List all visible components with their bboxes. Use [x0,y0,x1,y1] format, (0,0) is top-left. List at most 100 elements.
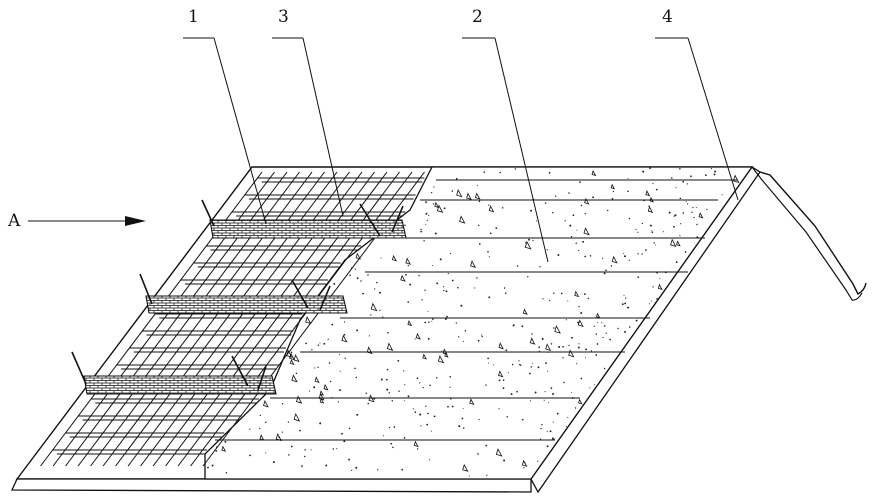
aggregate-dot [541,338,544,340]
aggregate-dot [331,323,334,326]
aggregate-dot [405,273,407,276]
aggregate-dot [655,244,657,246]
aggregate-dot [447,405,449,408]
aggregate-dot [480,334,483,336]
aggregate-dot [365,392,368,395]
aggregate-dot [610,265,613,267]
aggregate-dot [433,415,436,418]
aggregate-stone [610,183,616,190]
aggregate-dot [502,387,505,390]
aggregate-stone [407,320,413,327]
aggregate-stone [405,257,412,265]
aggregate-dot [652,286,654,288]
aggregate-dot [314,367,316,369]
aggregate-dot [684,251,687,253]
aggregate-dot [523,467,525,469]
aggregate-dot [414,411,417,413]
aggregate-stone [521,459,528,467]
aggregate-stone [263,399,269,408]
concrete-layer [204,166,754,480]
aggregate-dot [575,242,577,245]
aggregate-stone [488,205,495,213]
aggregate-dot [643,199,646,202]
aggregate-dot [419,413,421,416]
aggregate-dot [568,192,570,194]
aggregate-stone [444,352,449,358]
aggregate-stone [591,169,597,177]
aggregate-dot [481,335,483,338]
aggregate-dot [449,252,452,255]
aggregate-dot [714,170,717,173]
aggregate-dot [442,286,445,288]
aggregate-dot [319,342,321,344]
aggregate-dot [451,190,454,192]
aggregate-stone [368,394,375,403]
aggregate-dot [412,408,414,410]
aggregate-stone [286,349,293,358]
aggregate-stone [498,342,504,350]
aggregate-stone [442,348,448,355]
aggregate-stone [649,196,654,203]
aggregate-dot [485,384,487,386]
aggregate-dot [487,250,489,253]
aggregate-dot [532,362,534,364]
aggregate-dot [567,416,569,418]
aggregate-stone [469,398,475,406]
aggregate-dot [427,412,429,415]
aggregate-stone [554,325,561,334]
aggregate-dot [288,454,290,456]
aggregate-dot [519,364,522,366]
aggregate-dot [211,464,214,467]
aggregate-dot [376,281,378,284]
stirrup-hook [291,279,309,309]
aggregate-stone [434,201,440,209]
aggregate-dot [601,322,603,324]
aggregate-stone [647,205,654,213]
aggregate-stone [291,374,298,383]
aggregate-dot [558,346,561,348]
aggregate-dot [420,425,422,427]
callout-4-label: 4 [662,7,673,27]
aggregate-dot [434,232,437,235]
aggregate-dot [370,314,372,316]
aggregate-dot [319,422,322,425]
aggregate-dot [379,291,381,294]
aggregate-dot [589,255,592,257]
aggregate-dot [510,393,513,396]
aggregate-dot [567,300,569,302]
aggregate-stone [596,312,601,319]
aggregate-dot [265,452,267,454]
aggregate-dot [427,337,430,340]
callout-2-label: 2 [472,7,483,27]
aggregate-dot [668,211,671,214]
aggregate-stone [323,383,329,391]
aggregate-dot [310,449,312,451]
aggregate-dot [516,265,519,267]
aggregate-stone [400,274,406,282]
concrete-joint-lines [215,179,738,441]
aggregate-dot [578,306,580,308]
aggregate-dot [403,437,406,439]
aggregate-dot [593,383,595,385]
aggregate-dot [580,377,583,380]
aggregate-stone [319,397,325,404]
aggregate-dot [299,429,301,432]
aggregate-dot [578,343,580,345]
aggregate-dot [368,335,370,337]
aggregate-dot [617,327,619,330]
aggregate-stone [437,355,445,364]
aggregate-dot [343,333,346,336]
aggregate-dot [662,231,664,233]
stirrup-hooks [71,199,404,391]
aggregate-dot [612,190,615,193]
aggregate-dot [655,188,658,191]
aggregate-dot [391,400,394,402]
aggregate-dot [489,232,492,235]
aggregate-dot [556,412,559,415]
aggregate-dot [478,418,480,421]
aggregate-stone [318,392,325,401]
aggregate-dot [569,224,572,227]
aggregate-dot [512,324,515,326]
aggregate-dot [635,228,637,230]
